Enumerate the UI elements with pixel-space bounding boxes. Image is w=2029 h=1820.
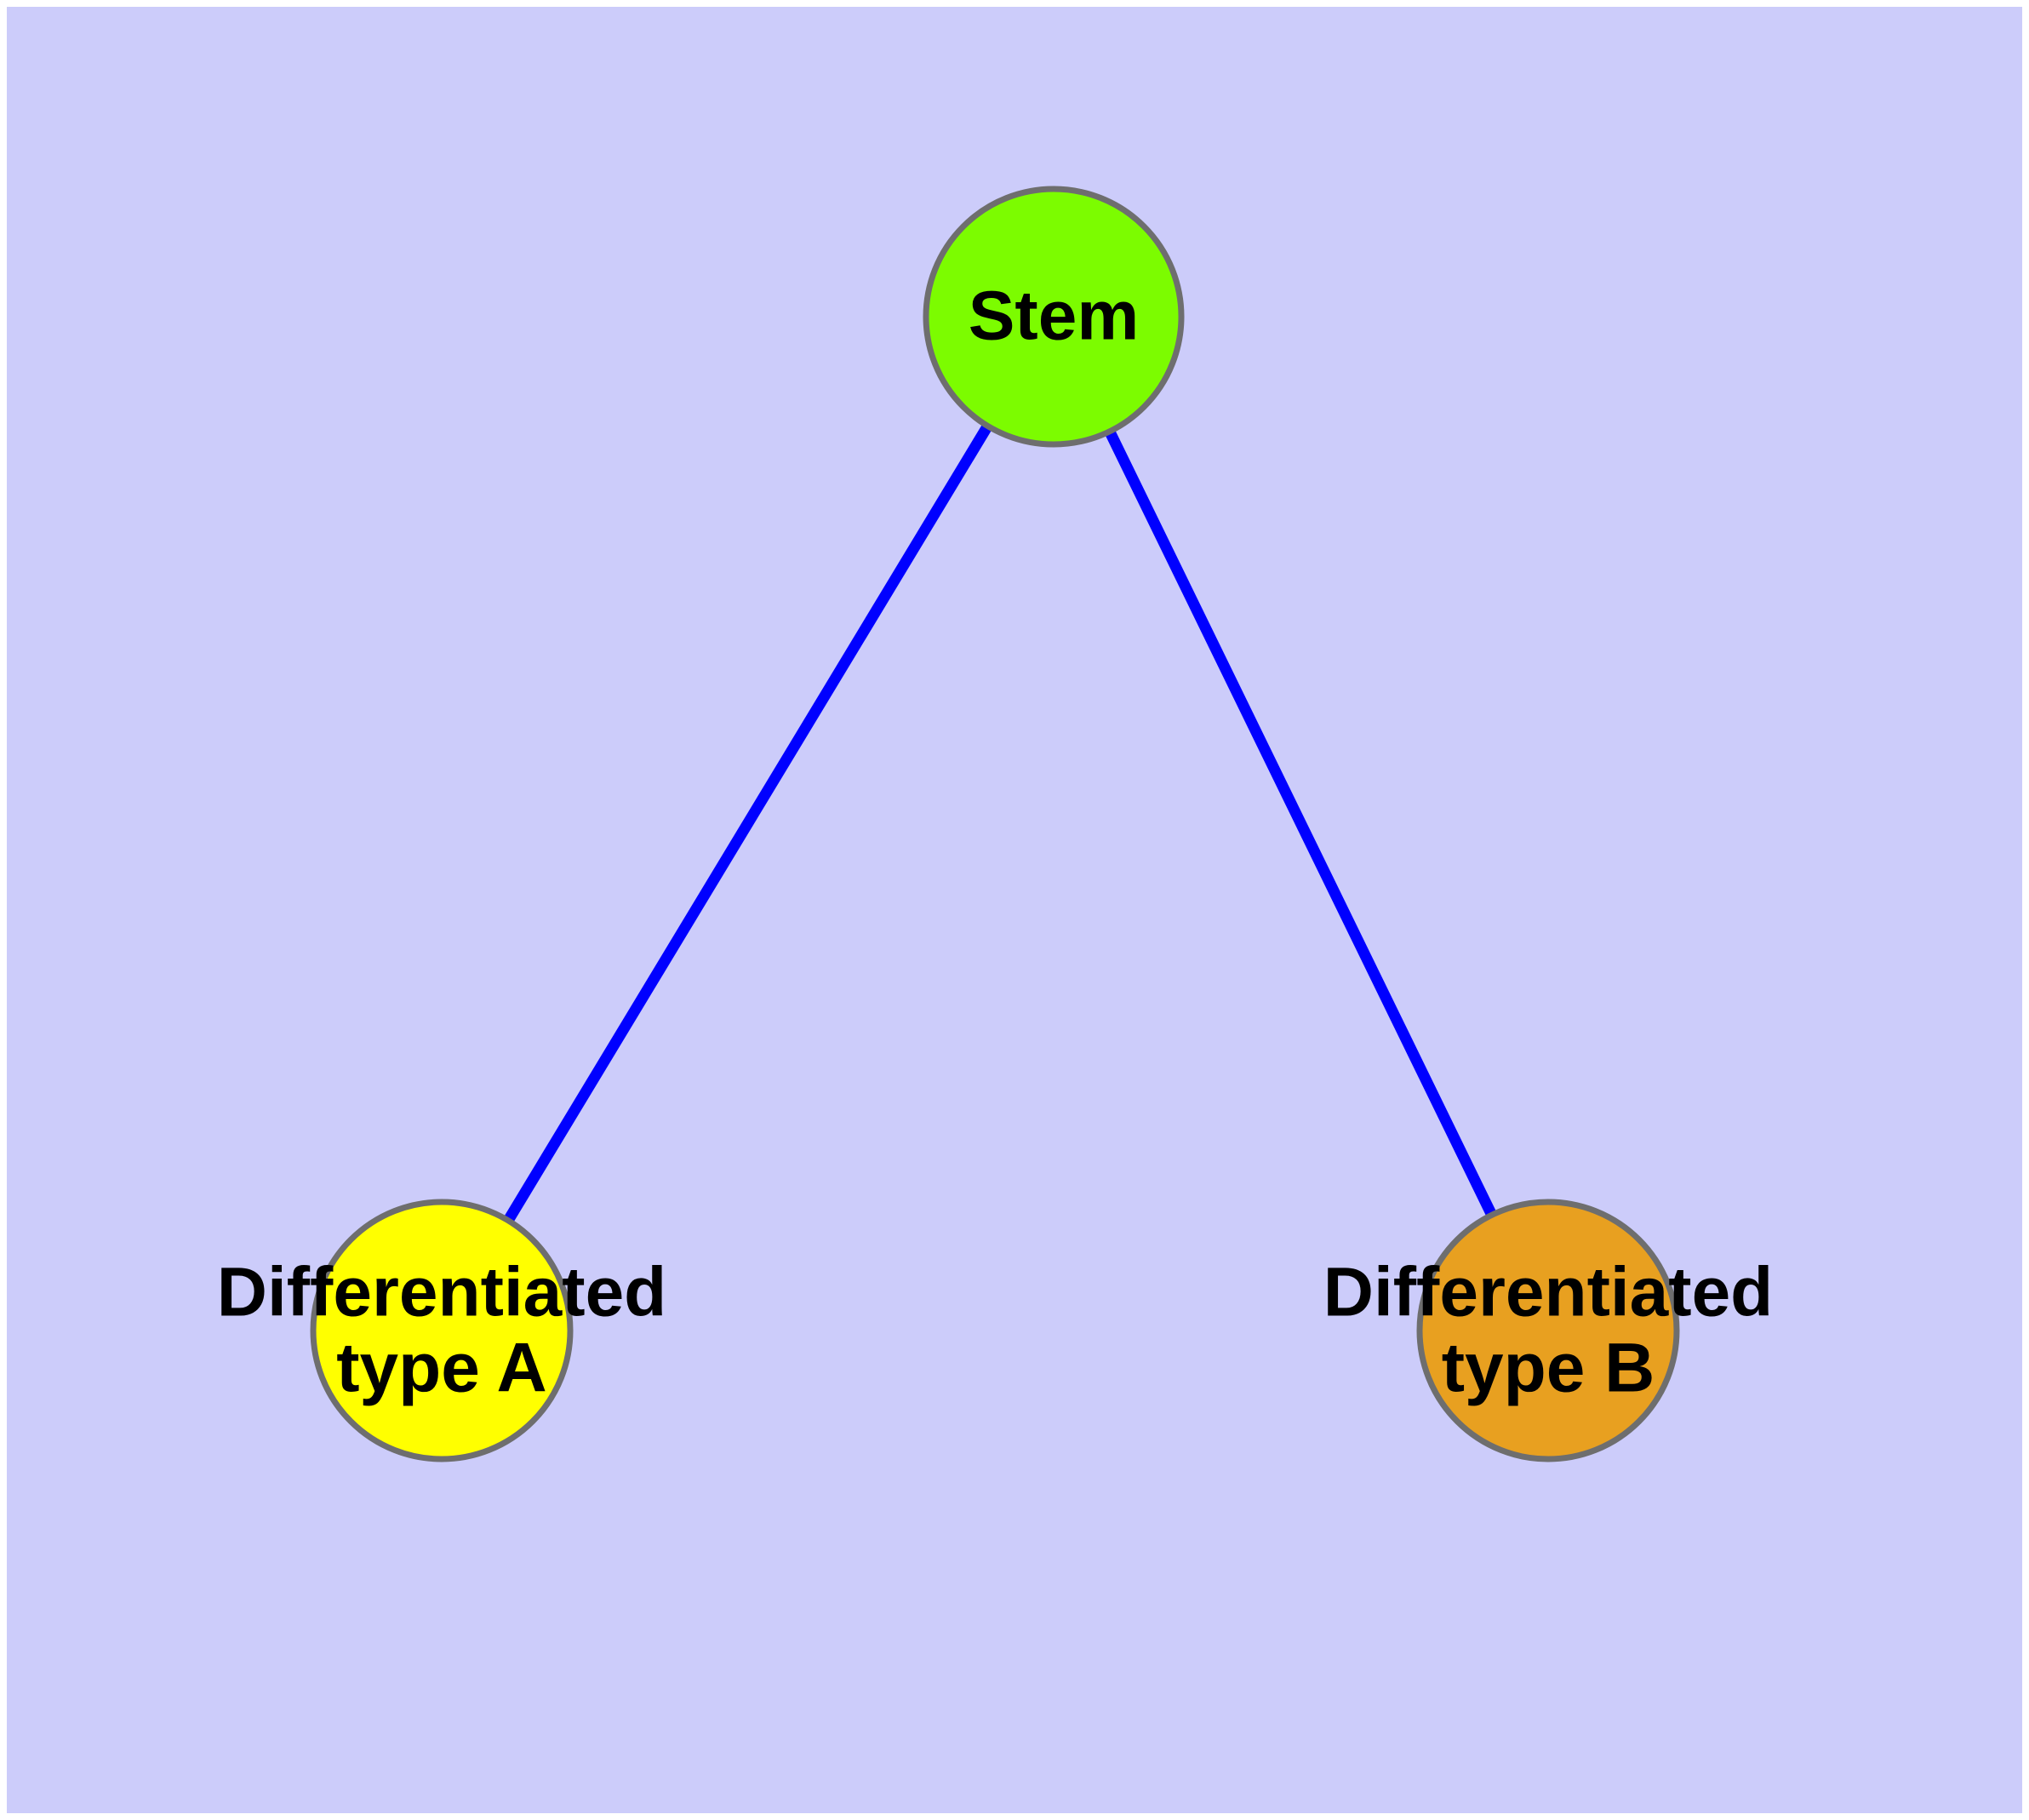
node-stem[interactable]: [923, 186, 1185, 448]
node-type_b[interactable]: [1416, 1199, 1680, 1462]
node-type_a[interactable]: [310, 1199, 574, 1462]
node-layer: [310, 186, 1680, 1462]
edge-stem-to-type-a: [437, 313, 1059, 1334]
edge-stem-to-type-b: [1049, 314, 1553, 1333]
edge-layer: [437, 313, 1553, 1334]
